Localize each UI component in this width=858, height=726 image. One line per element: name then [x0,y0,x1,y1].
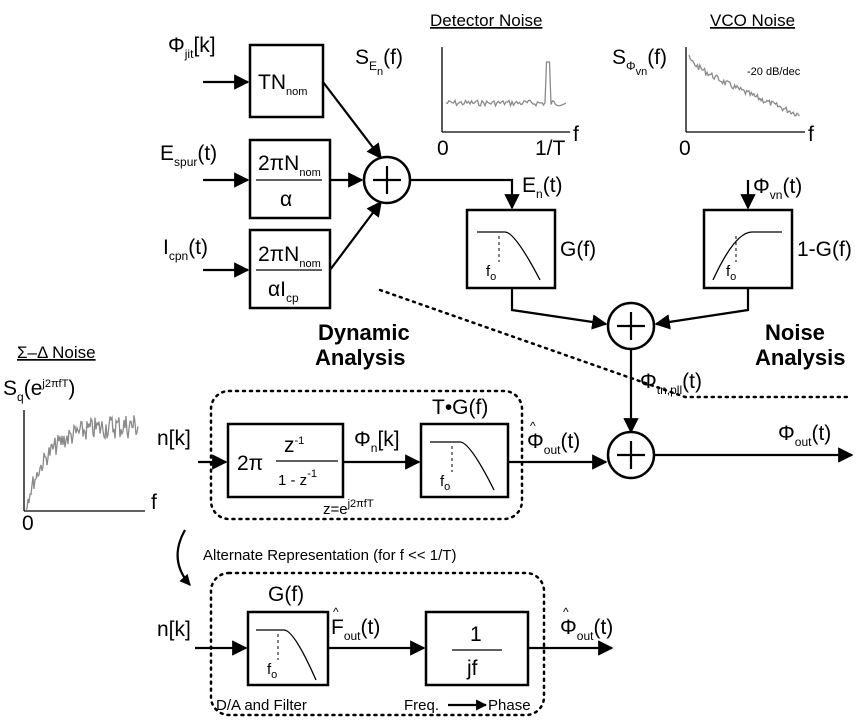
e-spur-label: Espur(t) [160,142,217,169]
dynamic-label-1: Dynamic [318,320,410,345]
sd-title: Σ–Δ Noise [17,343,96,362]
sd-ylabel: Sq(ej2πfT) [3,377,75,404]
int-num: 1 [470,623,482,646]
spur-gain-den: α [280,188,292,211]
sd-x0: 0 [22,512,34,535]
vco-x0: 0 [679,137,691,160]
g-filter-block [465,208,557,290]
int-den: jf [466,657,478,680]
alt-g-label: G(f) [268,583,304,606]
cpn-gain-num: 2πNnom [258,243,321,270]
detector-noise-ylabel: SEn(f) [355,46,403,78]
z-eq-label: z=ej2πfT [323,498,374,518]
cpn-gain-den: αIcp [268,278,299,305]
detector-noise-title: Detector Noise [430,11,542,30]
sd-xaxis: f [151,491,157,514]
analysis-separator [378,288,852,399]
spur-gain-block [248,138,332,220]
vco-slope-label: -20 dB/dec [747,66,801,78]
z-den: 1 - z-1 [278,468,317,489]
wire-tn-to-sum [322,81,382,160]
phi-n-label: Φn[k] [354,428,400,455]
en-label: En(t) [522,174,563,201]
cpn-gain-block [248,228,332,310]
wire-en [410,178,520,210]
phi-out-hat-label: Φout(t) [527,430,580,457]
integrator-jf-block [424,610,530,687]
f-out-hat-hat: ^ [333,605,339,619]
tg-filter-block [419,422,510,499]
z-num: z-1 [284,434,304,457]
vco-xaxis: f [808,123,814,146]
one-minus-g-filter-block [702,208,794,290]
wire-cpn-to-sum [329,200,382,271]
detector-noise-plot: Detector Noise SEn(f) 0 1/T f [355,11,579,160]
hp-f0-label: fo [726,263,736,283]
dynamic-box [209,389,524,521]
sigma-delta-noise-plot: Σ–Δ Noise Sq(ej2πfT) 0 f [3,343,157,535]
tn-gain-label: TNnom [258,71,307,98]
one-minus-g-label: 1-G(f) [797,238,852,261]
wire-hp-to-sum2 [654,288,750,330]
spur-gain-num: 2πNnom [258,152,321,179]
phi-vn-label: Φvn(t) [753,175,802,202]
f-out-hat-label: Fout(t) [331,616,380,643]
alternate-box [209,571,546,717]
alt-f0-label: fo [267,661,277,681]
i-cpn-label: Icpn(t) [163,236,208,263]
detector-x1: 1/T [535,137,566,160]
tg-label: T•G(f) [432,396,488,419]
sd-noise-trace [25,415,139,510]
freq-label: Freq. [404,697,439,714]
g-f0-label: fo [486,263,496,283]
tn-gain-block [248,43,325,119]
g-label: G(f) [560,238,596,261]
alternate-arrow [176,529,191,586]
vco-noise-ylabel: SΦvn(f) [612,46,667,78]
tg-f0-label: fo [440,473,450,493]
detector-xaxis: f [573,123,579,146]
phi-out-hat-label-2: Φout(t) [560,616,613,643]
vco-noise-trace [688,54,800,117]
lowpass-curve [477,231,541,281]
phi-out-hat-hat: ^ [530,419,536,433]
highpass-curve [712,231,782,281]
phi-jit-label: Φjit[k] [168,34,216,61]
nk-label-2: n[k] [157,618,191,641]
vco-noise-plot: VCO Noise SΦvn(f) -20 dB/dec 0 f [612,11,814,160]
noise-label-2: Analysis [755,345,846,370]
vco-noise-title: VCO Noise [710,11,795,30]
alt-g-filter-block [246,610,330,687]
phi-out-label: Φout(t) [778,422,831,449]
noise-label-1: Noise [765,320,825,345]
detector-x0: 0 [437,137,449,160]
wire-g-to-sum2 [510,288,608,330]
dynamic-label-2: Analysis [315,345,406,370]
detector-noise-trace [445,61,567,108]
two-pi-label: 2π [237,452,263,475]
alternate-label: Alternate Representation (for f << 1/T) [203,547,456,564]
phi-out-hat-hat-2: ^ [563,605,569,619]
phase-label: Phase [488,697,531,714]
nk-label: n[k] [157,427,191,450]
da-filter-label: D/A and Filter [216,697,307,714]
phi-tn-label: Φtn,pll(t) [640,370,702,397]
